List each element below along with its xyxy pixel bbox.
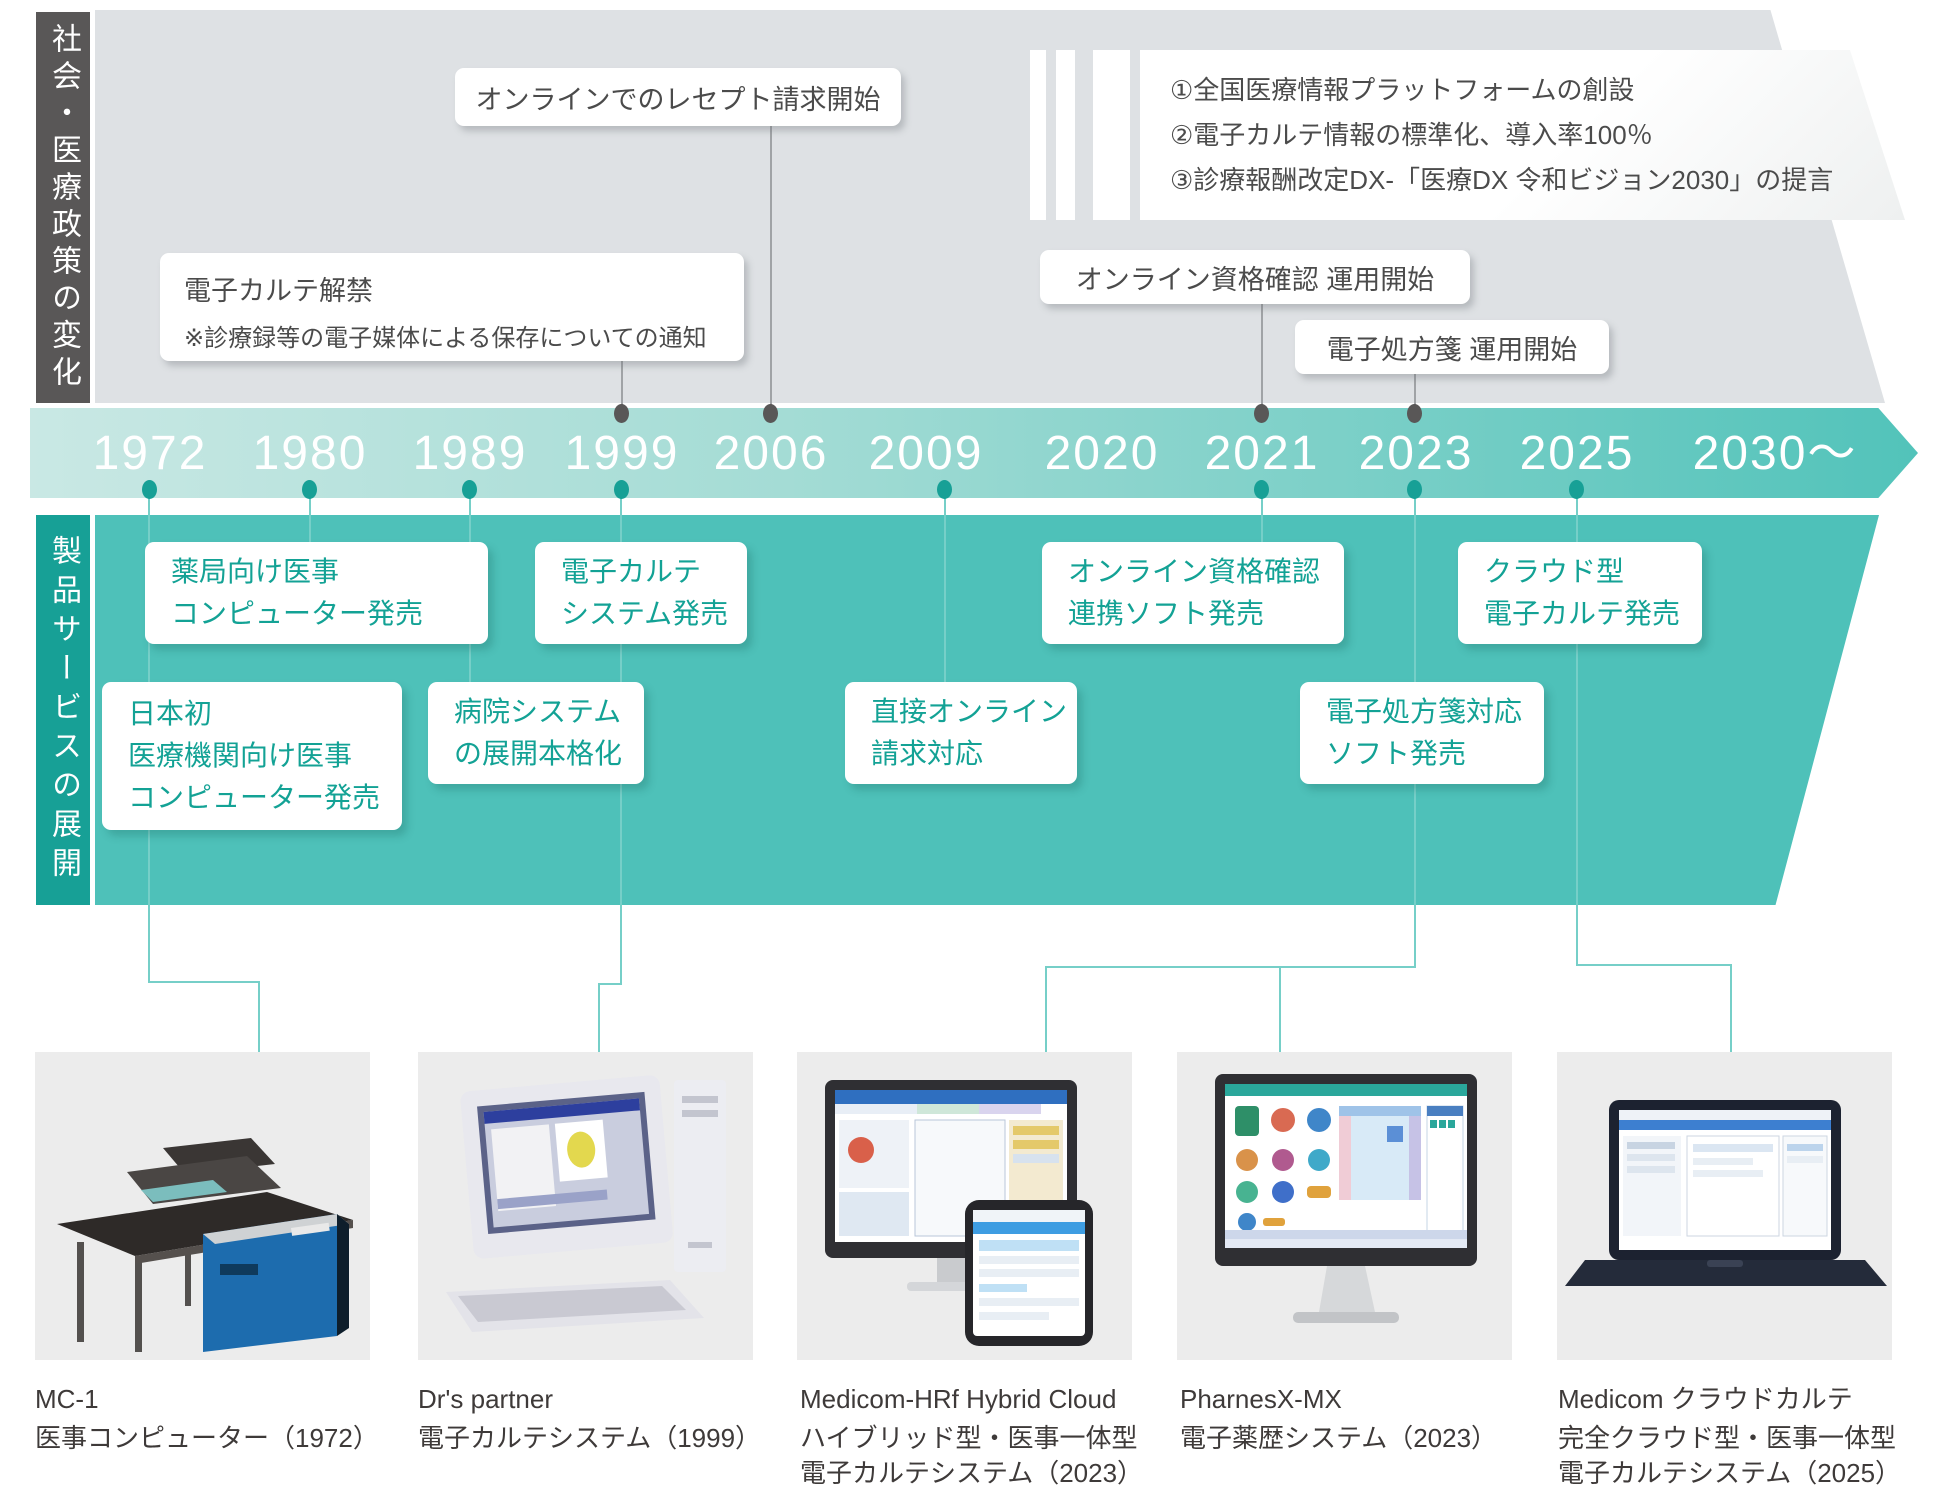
mc1-computer-illustration <box>57 1138 353 1352</box>
product-caption-pharnesx: PharnesX-MX 電子薬歴システム（2023） <box>1180 1382 1550 1456</box>
year-1999: 1999 <box>564 427 680 480</box>
callout-shikaku-soft: オンライン資格確認 連携ソフト発売 <box>1042 542 1344 644</box>
connector-line <box>1045 966 1416 968</box>
timeline-dot-2009-product <box>937 480 952 499</box>
year-1980: 1980 <box>252 427 368 480</box>
connector-line <box>1045 966 1047 1052</box>
product-name: MC-1 <box>35 1384 99 1414</box>
product-photo-mc1 <box>35 1052 370 1360</box>
product-section-tab: 製品サービスの展開 <box>36 515 90 905</box>
product-photo-drs-partner <box>418 1052 753 1360</box>
timeline-dot-1980-product <box>302 480 317 499</box>
timeline-dot-1999-policy <box>614 404 629 423</box>
vision-item-1: ①全国医療情報プラットフォームの創設 <box>1170 74 1635 105</box>
callout-ekarte-kaikin-note: ※診療録等の電子媒体による保存についての通知 <box>184 325 707 352</box>
callout-online-receipt: オンラインでのレセプト請求開始 <box>455 68 901 126</box>
callout-ekarte-system: 電子カルテ システム発売 <box>535 542 747 644</box>
product-desc: ハイブリッド型・医事一体型 電子カルテシステム（2023） <box>800 1423 1144 1488</box>
decor-stripe <box>1030 50 1046 220</box>
timeline-dot-1989-product <box>462 480 477 499</box>
product-name: Dr's partner <box>418 1384 554 1414</box>
connector-line <box>1261 498 1263 560</box>
callout-ekarte-kaikin-title: 電子カルテ解禁 <box>184 276 373 306</box>
connector-line <box>1730 964 1732 1052</box>
callout-shohousen-unyou-label: 電子処方箋 運用開始 <box>1326 334 1578 365</box>
connector-line <box>148 981 260 983</box>
connector-line <box>598 983 622 985</box>
medicom-hrf-illustration <box>825 1080 1093 1346</box>
pharnesx-illustration <box>1215 1074 1477 1323</box>
callout-cloud-karte: クラウド型 電子カルテ発売 <box>1458 542 1702 644</box>
product-caption-mc1: MC-1 医事コンピューター（1972） <box>35 1382 405 1456</box>
vision-item-2: ②電子カルテ情報の標準化、導入率100％ <box>1170 119 1653 150</box>
callout-pharmacy-computer: 薬局向け医事 コンピューター発売 <box>145 542 488 644</box>
timeline-dot-2021-product <box>1254 480 1269 499</box>
product-name: PharnesX-MX <box>1180 1384 1342 1414</box>
timeline-dot-2025-product <box>1569 480 1584 499</box>
year-1972: 1972 <box>92 427 208 480</box>
product-desc: 電子薬歴システム（2023） <box>1180 1423 1498 1453</box>
policy-section-tab-label: 社会・医療政策の変化 <box>47 22 80 393</box>
connector-line <box>1576 498 1578 966</box>
product-photo-medicom-hrf <box>797 1052 1132 1360</box>
vision-item-3: ③診療報酬改定DX-「医療DX 令和ビジョン2030」の提言 <box>1170 164 1834 195</box>
drs-partner-illustration <box>446 1075 726 1332</box>
connector-line <box>621 361 623 413</box>
timeline-dot-2021-policy <box>1254 404 1269 423</box>
medicom-cloud-illustration <box>1565 1100 1887 1286</box>
callout-direct-online: 直接オンライン 請求対応 <box>845 682 1077 784</box>
callout-online-receipt-label: オンラインでのレセプト請求開始 <box>475 84 881 115</box>
connector-line <box>770 126 772 413</box>
year-2020: 2020 <box>1044 427 1160 480</box>
callout-shohousen-unyou: 電子処方箋 運用開始 <box>1295 320 1609 374</box>
product-photo-pharnesx <box>1177 1052 1512 1360</box>
year-2006: 2006 <box>713 427 829 480</box>
year-2021: 2021 <box>1204 427 1320 480</box>
callout-shohousen-soft: 電子処方箋対応 ソフト発売 <box>1300 682 1544 784</box>
product-name: Medicom-HRf Hybrid Cloud <box>800 1384 1117 1414</box>
callout-shikaku-unyou-label: オンライン資格確認 運用開始 <box>1075 264 1435 295</box>
product-caption-medicom-hrf: Medicom-HRf Hybrid Cloud ハイブリッド型・医事一体型 電… <box>800 1382 1170 1488</box>
product-caption-medicom-cloud: Medicom クラウドカルテ 完全クラウド型・医事一体型 電子カルテシステム（… <box>1558 1382 1928 1488</box>
year-2025: 2025 <box>1519 427 1635 480</box>
callout-japan-first-computer: 日本初 医療機関向け医事 コンピューター発売 <box>102 682 402 830</box>
timeline-dot-2023-product <box>1407 480 1422 499</box>
timeline-dot-1999-product <box>614 480 629 499</box>
connector-line <box>1414 374 1416 413</box>
year-1989: 1989 <box>412 427 528 480</box>
decor-stripe <box>1056 50 1075 220</box>
product-desc: 電子カルテシステム（1999） <box>418 1423 762 1453</box>
timeline-dot-2023-policy <box>1407 404 1422 423</box>
connector-line <box>1576 964 1732 966</box>
year-2030: 2030〜 <box>1692 427 1858 480</box>
decor-stripe <box>1093 50 1130 220</box>
connector-line <box>258 981 260 1052</box>
product-section-tab-label: 製品サービスの展開 <box>47 534 80 886</box>
product-caption-drs-partner: Dr's partner 電子カルテシステム（1999） <box>418 1382 788 1456</box>
timeline-dot-2006-policy <box>763 404 778 423</box>
policy-section-tab: 社会・医療政策の変化 <box>36 12 90 403</box>
connector-line <box>944 498 946 700</box>
callout-shikaku-unyou: オンライン資格確認 運用開始 <box>1040 250 1470 304</box>
product-desc: 完全クラウド型・医事一体型 電子カルテシステム（2025） <box>1558 1423 1902 1488</box>
policy-vision-box: ①全国医療情報プラットフォームの創設 ②電子カルテ情報の標準化、導入率100％ … <box>1140 50 1905 220</box>
timeline-dot-1972-product <box>142 480 157 499</box>
connector-line <box>598 983 600 1052</box>
connector-line <box>1261 304 1263 413</box>
timeline-band <box>30 408 1918 498</box>
product-name: Medicom クラウドカルテ <box>1558 1384 1853 1414</box>
year-2023: 2023 <box>1358 427 1474 480</box>
connector-line <box>1279 966 1281 1052</box>
product-desc: 医事コンピューター（1972） <box>35 1423 379 1453</box>
product-photo-medicom-cloud <box>1557 1052 1892 1360</box>
callout-hospital-system: 病院システム の展開本格化 <box>428 682 644 784</box>
connector-line <box>309 498 311 560</box>
callout-ekarte-kaikin: 電子カルテ解禁 ※診療録等の電子媒体による保存についての通知 <box>160 253 744 361</box>
year-2009: 2009 <box>868 427 984 480</box>
